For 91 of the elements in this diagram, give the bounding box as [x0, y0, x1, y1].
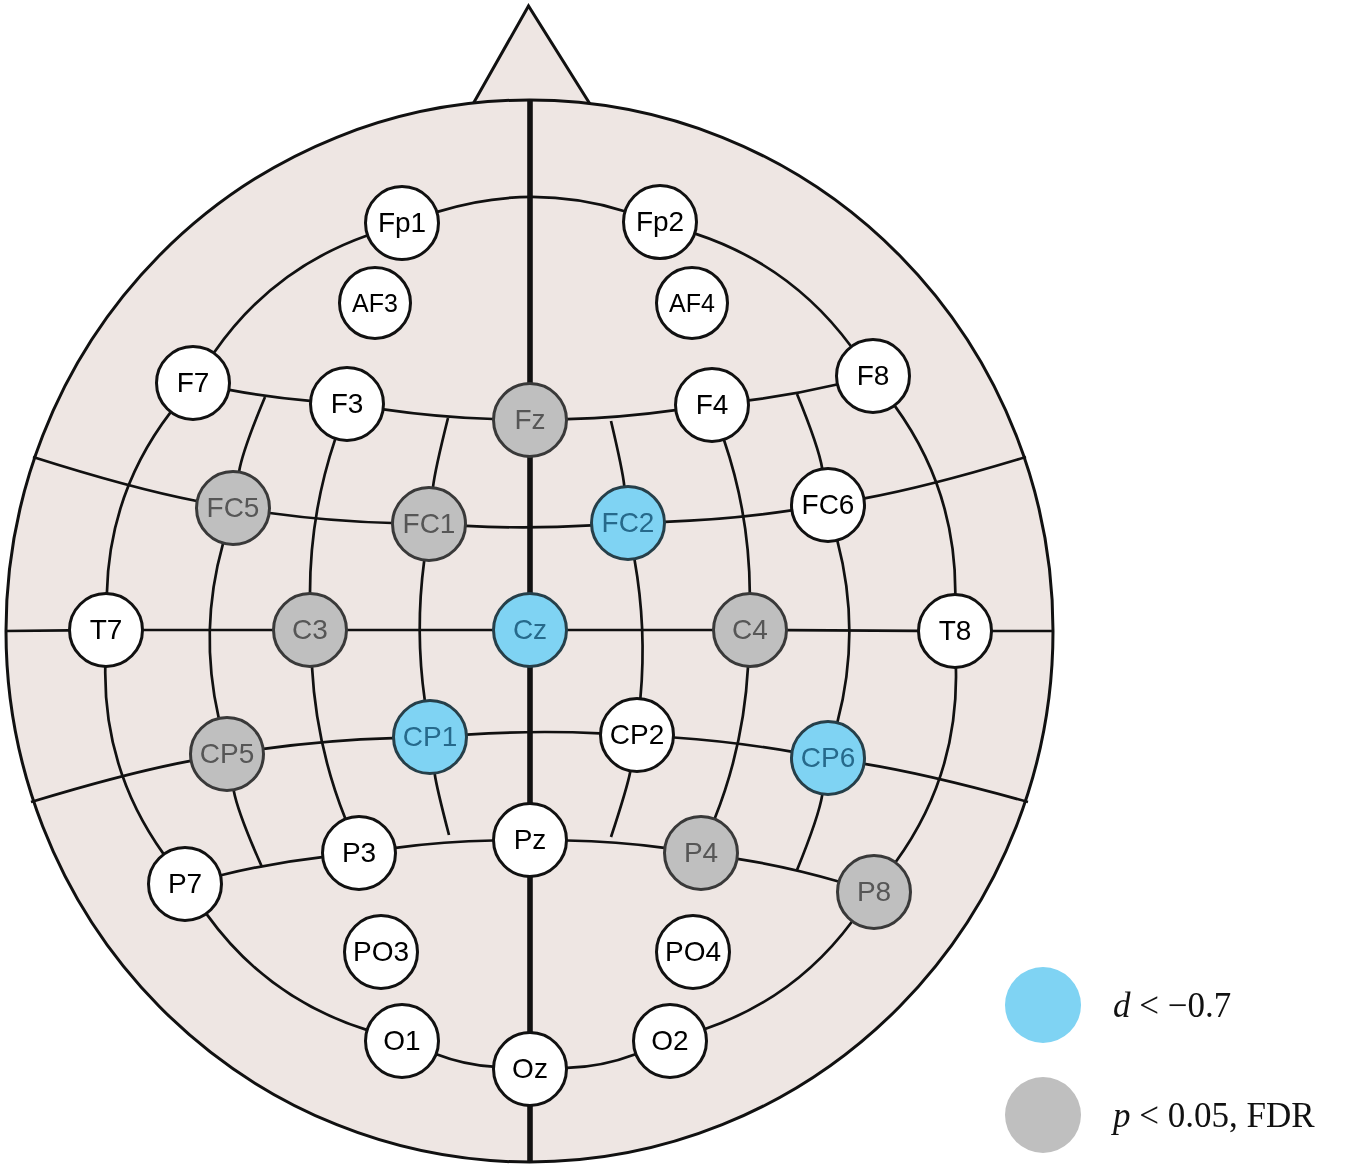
grid-line — [103, 667, 165, 855]
electrode-label: P8 — [856, 878, 892, 906]
grid-line — [609, 420, 626, 487]
grid-line — [527, 100, 533, 383]
legend-label: p < 0.05, FDR — [1113, 1097, 1315, 1133]
grid-line — [566, 408, 676, 421]
grid-line — [220, 855, 323, 877]
electrode-label: FC5 — [206, 494, 260, 522]
electrode-label: C4 — [732, 616, 768, 644]
grid-line — [664, 509, 792, 524]
grid-line — [694, 232, 853, 348]
electrode-label: PO4 — [665, 938, 721, 966]
grid-line — [748, 383, 838, 402]
grid-line — [864, 762, 1029, 804]
grid-line — [347, 628, 493, 632]
grid-line — [232, 790, 264, 868]
electrode-label: Oz — [512, 1055, 548, 1083]
grid-line — [737, 857, 839, 883]
grid-line — [308, 438, 337, 593]
electrode-label: PO3 — [353, 938, 409, 966]
electrode-label: Fz — [514, 406, 546, 434]
electrode-label: T8 — [938, 617, 972, 645]
grid-line — [465, 523, 592, 529]
grid-line — [787, 628, 918, 633]
electrode-label: AF4 — [669, 290, 715, 316]
grid-line — [704, 920, 853, 1031]
legend-label: d < −0.7 — [1113, 987, 1232, 1023]
grid-line — [864, 455, 1027, 500]
electrode-label: FC2 — [601, 509, 655, 537]
grid-line — [894, 668, 958, 863]
grid-line — [713, 666, 750, 820]
electrode-label: Fp1 — [377, 209, 427, 237]
grid-line — [795, 794, 824, 871]
electrode-label: C3 — [292, 616, 328, 644]
electrode-label: P3 — [341, 839, 377, 867]
grid-line — [466, 730, 601, 736]
grid-line — [795, 393, 824, 469]
grid-line — [205, 913, 368, 1032]
electrode-label: CP2 — [609, 721, 665, 749]
grid-line — [383, 408, 494, 421]
electrode-label: FC1 — [402, 510, 456, 538]
electrode-label: F7 — [176, 369, 210, 397]
grid-line — [208, 543, 225, 719]
grid-line — [229, 388, 311, 403]
grid-line — [269, 511, 393, 525]
electrode-label: P7 — [167, 870, 203, 898]
grid-line — [436, 195, 625, 214]
grid-line — [567, 628, 713, 632]
electrode-label: CP1 — [402, 723, 458, 751]
grid-line — [436, 1053, 494, 1069]
grid-line — [431, 417, 450, 488]
grid-line — [566, 1052, 636, 1070]
electrode-label: CP5 — [199, 740, 255, 768]
grid-line — [143, 628, 273, 632]
electrode-label: T7 — [89, 616, 123, 644]
electrode-label: CP6 — [800, 744, 856, 772]
grid-line — [310, 666, 347, 820]
electrode-label: O1 — [383, 1027, 421, 1055]
grid-line — [30, 759, 191, 804]
grid-line — [527, 877, 533, 1032]
grid-line — [527, 457, 533, 593]
electrode-label: Pz — [513, 826, 547, 854]
grid-line — [722, 439, 752, 594]
grid-line — [992, 629, 1054, 633]
grid-line — [213, 234, 368, 354]
electrode-label: F4 — [695, 391, 729, 419]
head-outline — [4, 98, 1055, 1164]
grid-line — [609, 771, 632, 838]
grid-line — [527, 1106, 533, 1162]
grid-line — [237, 396, 267, 472]
grid-line — [527, 667, 533, 803]
electrode-label: O2 — [651, 1027, 689, 1055]
electrode-label: Cz — [512, 616, 548, 644]
grid-line — [105, 411, 172, 594]
grid-line — [836, 540, 851, 723]
grid-line — [5, 629, 69, 633]
electrode-label: F8 — [856, 362, 890, 390]
electrode-label: F3 — [330, 390, 364, 418]
grid-line — [418, 560, 427, 701]
electrode-label: FC6 — [801, 491, 855, 519]
grid-line — [263, 736, 394, 751]
grid-line — [32, 455, 197, 503]
grid-line — [566, 839, 665, 850]
electrode-label: P4 — [683, 839, 719, 867]
grid-line — [433, 773, 451, 836]
electrode-label: AF3 — [352, 290, 398, 316]
grid-line — [673, 736, 792, 754]
grid-line — [395, 839, 494, 850]
grid-line — [633, 559, 644, 699]
grid-line — [893, 405, 957, 595]
electrode-label: Fp2 — [635, 208, 685, 236]
